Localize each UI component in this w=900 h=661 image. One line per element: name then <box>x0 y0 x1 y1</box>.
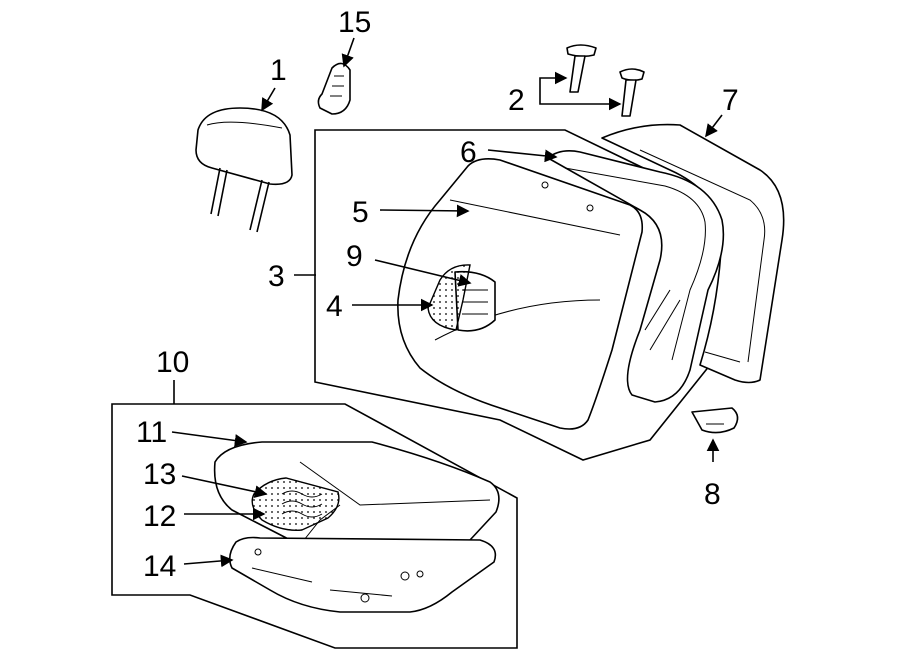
callout-5: 5 <box>352 196 369 229</box>
callout-7: 7 <box>722 84 739 117</box>
callout-9: 9 <box>346 240 363 273</box>
clip-part <box>691 407 739 434</box>
callout-11: 11 <box>136 416 167 449</box>
callout-13: 13 <box>143 458 176 491</box>
callout-15: 15 <box>338 6 371 39</box>
leader-5 <box>379 204 470 218</box>
callout-3: 3 <box>268 260 285 293</box>
leader-11 <box>171 431 248 447</box>
seat-back-frame-part <box>547 150 725 403</box>
leader-15 <box>341 37 355 68</box>
callout-12: 12 <box>143 500 176 533</box>
leader-2 <box>539 71 568 98</box>
callout-8: 8 <box>704 478 721 511</box>
callout-14: 14 <box>143 550 176 583</box>
callout-6: 6 <box>460 136 477 169</box>
leader-14 <box>183 554 234 568</box>
seat-cushion-pan-part <box>228 536 497 613</box>
headrest-guide-part <box>566 44 645 117</box>
leader-1 <box>261 87 276 112</box>
leader-2b <box>539 97 622 111</box>
leader-13 <box>181 475 268 498</box>
seat-back-group-frame <box>314 129 731 461</box>
callout-2: 2 <box>508 84 525 117</box>
callout-4: 4 <box>326 290 343 323</box>
callout-10: 10 <box>156 346 189 379</box>
seat-cushion-group-frame <box>111 403 518 649</box>
leader-9 <box>374 259 472 287</box>
leader-6 <box>487 149 558 163</box>
adjuster-knob-part <box>317 62 351 115</box>
callout-1: 1 <box>270 54 287 87</box>
headrest-part <box>195 107 293 233</box>
leader-7 <box>705 114 723 138</box>
seat-back-cover-part <box>397 158 644 430</box>
